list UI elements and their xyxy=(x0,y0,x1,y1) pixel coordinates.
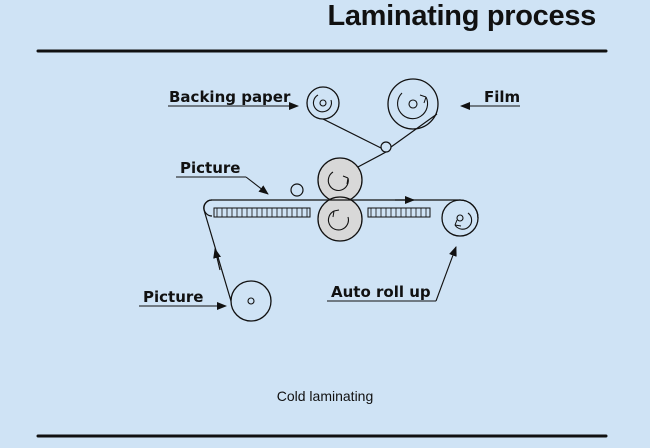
right-conveyor xyxy=(367,207,431,218)
picture-supply-roll xyxy=(230,280,272,322)
label-picture-top: Picture xyxy=(180,159,240,177)
left-conveyor xyxy=(203,199,311,218)
page-title: Laminating process xyxy=(327,0,596,32)
picture-feed-path xyxy=(203,199,232,302)
label-film: Film xyxy=(484,88,520,106)
film-path xyxy=(390,113,438,148)
film-to-roller-path xyxy=(355,151,387,169)
picture-top-pointer-diag xyxy=(245,176,269,195)
label-auto-roll-up: Auto roll up xyxy=(331,283,431,301)
auto-roll-up-pointer-diag xyxy=(435,246,457,302)
backing-paper-roll xyxy=(306,86,340,120)
lower-pressure-roller xyxy=(317,196,363,242)
idler-roller xyxy=(290,183,304,197)
roll-up-wrap-path xyxy=(459,199,479,219)
diagram-caption: Cold laminating xyxy=(276,388,374,404)
backing-paper-path xyxy=(322,118,382,149)
film-roll xyxy=(387,78,439,130)
label-backing-paper: Backing paper xyxy=(169,88,291,106)
picture-feed-arrow xyxy=(213,248,221,271)
upper-pressure-roller xyxy=(317,157,363,203)
label-picture-bottom: Picture xyxy=(143,288,203,306)
guide-roller xyxy=(380,141,392,153)
